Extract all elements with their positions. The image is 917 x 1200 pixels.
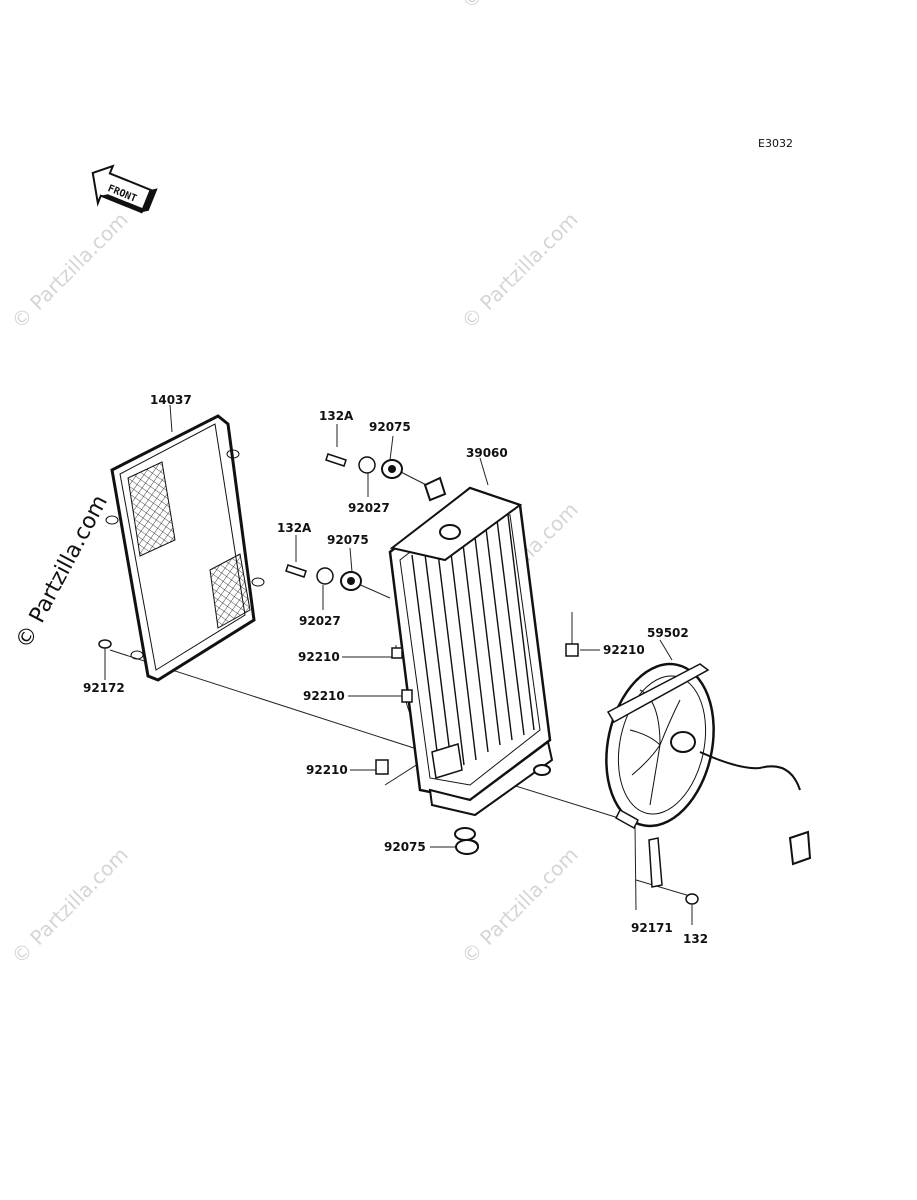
bolt-132A-top bbox=[325, 453, 347, 467]
watermark-vertical: © Partzilla.com bbox=[11, 491, 113, 653]
watermarks: © Partzilla.com © Partzilla.com © Partzi… bbox=[7, 0, 583, 969]
clip-92210-d bbox=[375, 759, 389, 775]
label-92210-left2: 92210 bbox=[303, 689, 345, 703]
diagram-code: E3032 bbox=[758, 137, 793, 150]
label-92171: 92171 bbox=[631, 921, 673, 935]
bolt-132 bbox=[685, 893, 699, 905]
watermark: © Partzilla.com bbox=[457, 842, 583, 968]
label-92075-top: 92075 bbox=[369, 420, 411, 434]
damper-92075-mid bbox=[340, 571, 362, 591]
clip-92210-c bbox=[401, 689, 413, 703]
watermark: © Partzilla.com bbox=[7, 842, 133, 968]
watermark: © Partzilla.com bbox=[7, 207, 133, 333]
collar-92027-mid bbox=[316, 567, 334, 585]
radiator-screen-14037 bbox=[105, 414, 265, 682]
label-92027-mid: 92027 bbox=[299, 614, 341, 628]
label-92075-mid: 92075 bbox=[327, 533, 369, 547]
bolt-132A-mid bbox=[285, 564, 307, 578]
label-92172: 92172 bbox=[83, 681, 125, 695]
bolt-92172 bbox=[98, 639, 112, 649]
watermark: © Partzilla.com bbox=[457, 0, 583, 14]
damper-92075-top bbox=[381, 459, 403, 479]
part-labels: 14037 132A 92075 39060 92027 132A 92075 … bbox=[83, 393, 708, 946]
label-132A-top: 132A bbox=[319, 409, 354, 423]
label-92075-bottom: 92075 bbox=[384, 840, 426, 854]
label-132A-mid: 132A bbox=[277, 521, 312, 535]
label-92210-left1: 92210 bbox=[298, 650, 340, 664]
front-arrow-icon: FRONT bbox=[91, 164, 158, 214]
radiator-39060 bbox=[388, 476, 554, 853]
collar-92027-top bbox=[358, 456, 376, 474]
label-132: 132 bbox=[683, 932, 708, 946]
damper-92075-bottom bbox=[455, 839, 479, 855]
label-14037: 14037 bbox=[150, 393, 192, 407]
label-92210-right: 92210 bbox=[603, 643, 645, 657]
radiator-fins bbox=[411, 511, 535, 776]
label-39060: 39060 bbox=[466, 446, 508, 460]
fan-assembly-59502 bbox=[605, 662, 812, 866]
watermark: © Partzilla.com bbox=[457, 207, 583, 333]
label-92027-top: 92027 bbox=[348, 501, 390, 515]
clip-92210-a bbox=[391, 647, 403, 659]
stay-92171 bbox=[648, 837, 663, 888]
label-92210-left3: 92210 bbox=[306, 763, 348, 777]
clip-92210-b bbox=[565, 643, 579, 657]
label-59502: 59502 bbox=[647, 626, 689, 640]
